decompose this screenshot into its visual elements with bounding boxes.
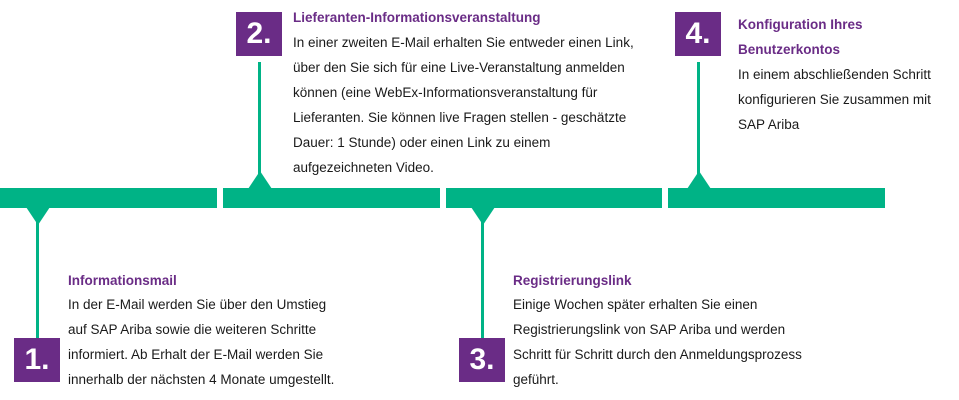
step-4-pointer [687,171,711,189]
step-4-title: Konfiguration Ihres Benutzerkontos [738,17,863,57]
step-2-title: Lieferanten-Informationsveranstaltung [293,10,541,25]
step-3-description: Einige Wochen später erhalten Sie einen … [513,297,802,387]
step-3-pointer [471,207,495,225]
step-4-description: In einem abschließenden Schritt konfigur… [738,67,931,132]
step-1-pointer [26,207,50,225]
step-4-connector [697,62,700,174]
timeline-segment-2 [223,188,440,208]
step-2-connector [258,62,261,174]
step-1-description: In der E-Mail werden Sie über den Umstie… [68,297,335,387]
step-2-description: In einer zweiten E-Mail erhalten Sie ent… [293,35,634,175]
step-3-title: Registrierungslink [513,273,632,288]
step-2-pointer [248,171,272,189]
step-4-number-badge: 4. [675,12,721,56]
step-2-number-badge: 2. [236,12,282,56]
step-3-connector [481,222,484,340]
step-3-number-badge: 3. [459,338,505,382]
timeline-segment-1 [0,188,217,208]
step-1-number-badge: 1. [14,338,60,382]
step-1-connector [36,222,39,340]
timeline-segment-4 [668,188,885,208]
step-1-title: Informationsmail [68,273,177,288]
timeline-segment-3 [446,188,662,208]
